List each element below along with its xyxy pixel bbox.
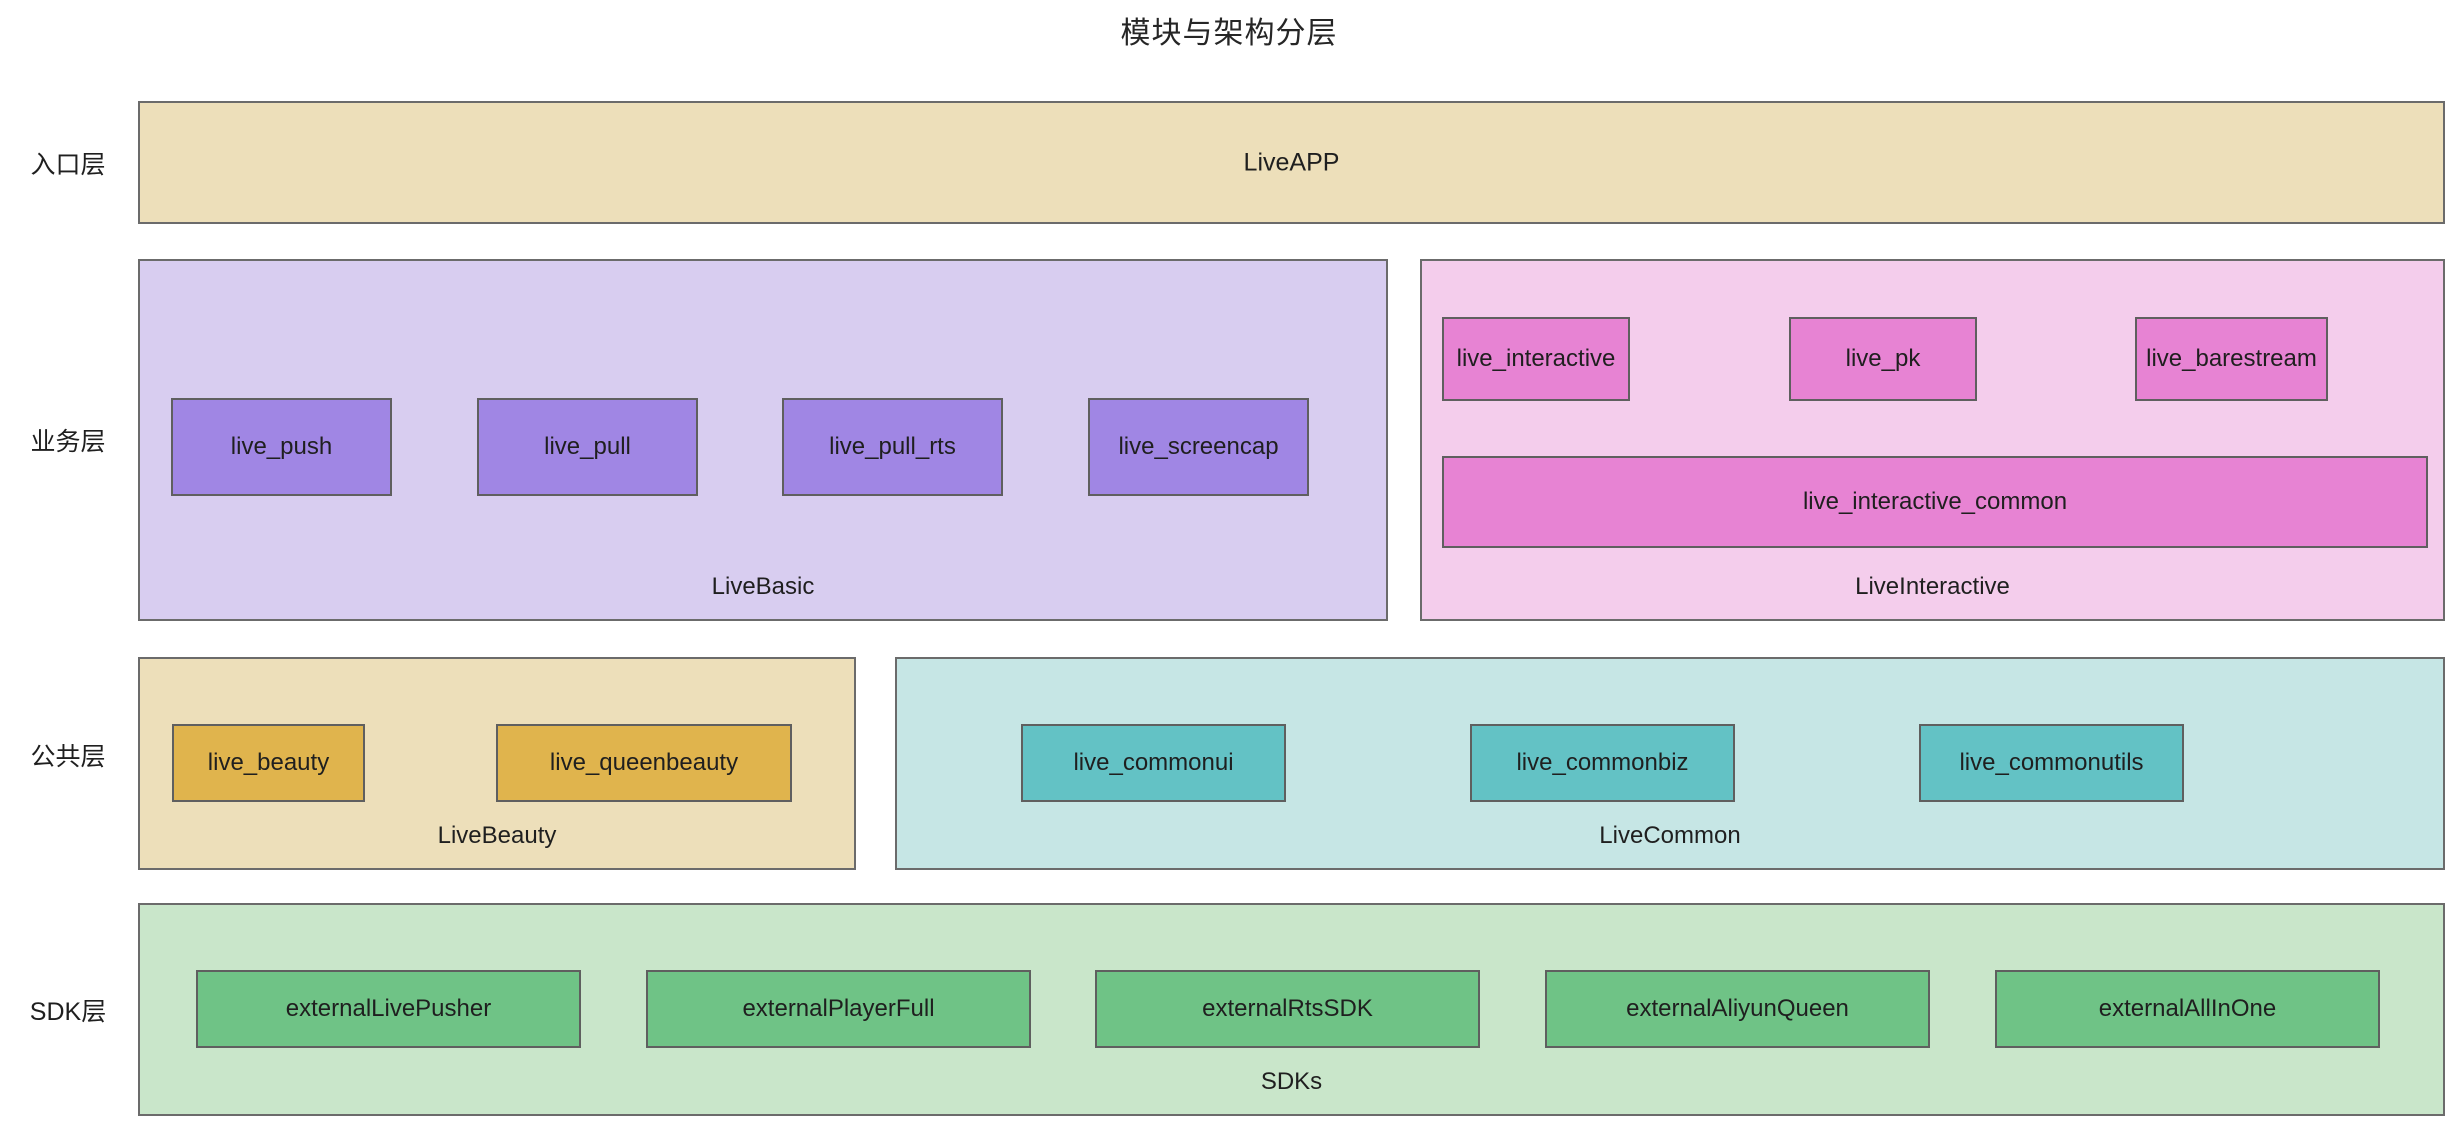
node-live-pk[interactable]: live_pk: [1789, 317, 1977, 401]
node-external-all-in-one[interactable]: externalAllInOne: [1995, 970, 2380, 1048]
node-live-screencap[interactable]: live_screencap: [1088, 398, 1309, 496]
group-caption-livebasic: LiveBasic: [711, 573, 815, 600]
node-label: live_queenbeauty: [549, 749, 739, 777]
node-label: live_beauty: [207, 749, 330, 777]
group-livebeauty[interactable]: live_beauty live_queenbeauty LiveBeauty: [138, 657, 856, 870]
group-caption-liveapp: LiveAPP: [1243, 148, 1340, 176]
layer-label-public: 公共层: [30, 743, 106, 771]
node-live-commonui[interactable]: live_commonui: [1021, 724, 1286, 802]
node-live-interactive[interactable]: live_interactive: [1442, 317, 1630, 401]
group-sdks[interactable]: externalLivePusher externalPlayerFull ex…: [138, 903, 2445, 1116]
layer-label-business: 业务层: [30, 428, 106, 456]
node-label: live_push: [230, 433, 333, 461]
group-livecommon[interactable]: live_commonui live_commonbiz live_common…: [895, 657, 2445, 870]
node-label: externalAliyunQueen: [1626, 995, 1849, 1023]
node-live-beauty[interactable]: live_beauty: [172, 724, 365, 802]
page-title: 模块与架构分层: [1120, 17, 1338, 50]
node-label: live_commonbiz: [1516, 749, 1689, 777]
node-live-pull[interactable]: live_pull: [477, 398, 698, 496]
layer-label-sdk: SDK层: [29, 998, 107, 1026]
node-external-live-pusher[interactable]: externalLivePusher: [196, 970, 581, 1048]
group-liveapp[interactable]: LiveAPP: [138, 101, 2445, 224]
node-live-commonbiz[interactable]: live_commonbiz: [1470, 724, 1735, 802]
node-label: live_pk: [1845, 345, 1921, 373]
node-live-pull-rts[interactable]: live_pull_rts: [782, 398, 1003, 496]
node-live-queenbeauty[interactable]: live_queenbeauty: [496, 724, 792, 802]
node-external-rts-sdk[interactable]: externalRtsSDK: [1095, 970, 1480, 1048]
node-label: live_screencap: [1118, 433, 1279, 461]
node-label: externalPlayerFull: [742, 995, 935, 1023]
node-label: live_interactive_common: [1802, 488, 2068, 516]
group-caption-liveinteractive: LiveInteractive: [1855, 573, 2010, 600]
node-label: live_interactive: [1456, 345, 1616, 373]
node-live-barestream[interactable]: live_barestream: [2135, 317, 2328, 401]
layer-label-entry: 入口层: [30, 151, 106, 179]
node-label: live_commonui: [1073, 749, 1234, 777]
group-caption-sdks: SDKs: [1260, 1068, 1323, 1095]
node-label: live_pull: [544, 433, 631, 461]
node-live-commonutils[interactable]: live_commonutils: [1919, 724, 2184, 802]
node-label: externalAllInOne: [2098, 995, 2277, 1023]
node-label: live_barestream: [2146, 345, 2317, 373]
group-caption-livecommon: LiveCommon: [1599, 822, 1741, 849]
node-label: live_pull_rts: [829, 433, 956, 461]
node-label: externalRtsSDK: [1202, 995, 1373, 1023]
node-label: live_commonutils: [1959, 749, 2144, 777]
node-external-player-full[interactable]: externalPlayerFull: [646, 970, 1031, 1048]
group-caption-livebeauty: LiveBeauty: [437, 822, 557, 849]
group-liveinteractive[interactable]: live_interactive live_pk live_barestream…: [1420, 259, 2445, 621]
node-external-aliyun-queen[interactable]: externalAliyunQueen: [1545, 970, 1930, 1048]
node-label: externalLivePusher: [285, 995, 492, 1023]
group-livebasic[interactable]: live_push live_pull live_pull_rts live_s…: [138, 259, 1388, 621]
node-live-push[interactable]: live_push: [171, 398, 392, 496]
node-live-interactive-common[interactable]: live_interactive_common: [1442, 456, 2428, 548]
